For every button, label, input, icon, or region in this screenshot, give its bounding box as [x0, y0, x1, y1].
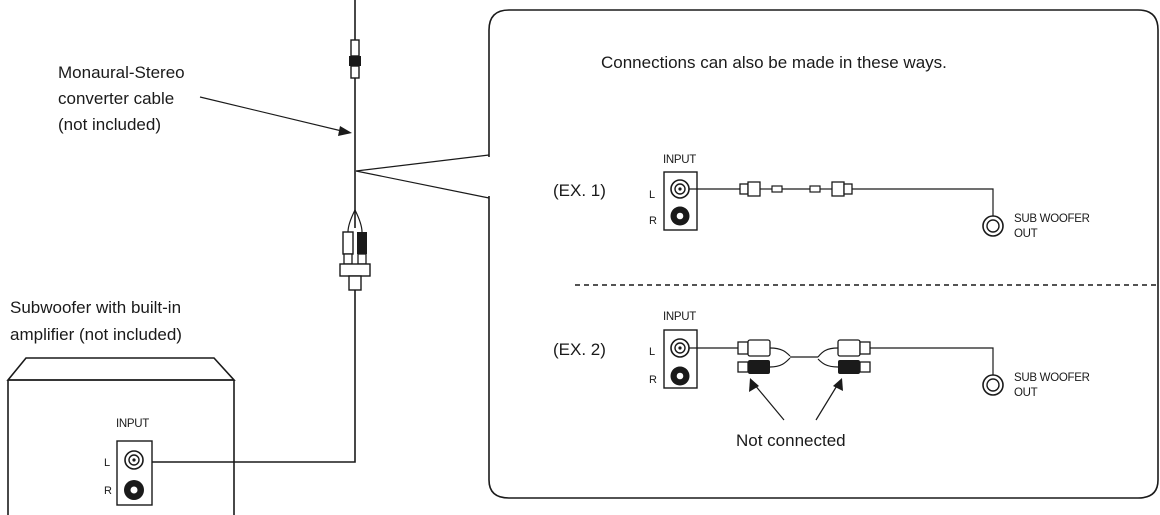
- ex2-wire-1a: [769, 347, 791, 357]
- jack-white-icon: [124, 450, 144, 470]
- ex2-out-label-line-2: OUT: [1014, 387, 1038, 399]
- ex2-l-label: L: [649, 346, 655, 358]
- split-wire-right: [354, 209, 363, 233]
- ex1-subwoofer-out-jack-icon: [982, 215, 1004, 237]
- panel-heading: Connections can also be made in these wa…: [601, 53, 947, 72]
- ex1-jack-white-icon: [670, 179, 690, 199]
- ex2-plug-pair-1-icon: [737, 339, 771, 374]
- mono-plug-icon: [349, 39, 361, 79]
- not-connected-label: Not connected: [736, 431, 846, 450]
- subwoofer-l-label: L: [104, 457, 110, 469]
- ex2-plug-pair-2-icon: [837, 339, 871, 374]
- ex2-input-label: INPUT: [663, 311, 696, 323]
- converter-pointer-arrow: [199, 96, 352, 136]
- converter-label-line-2: converter cable: [58, 89, 174, 108]
- ex1-out-label-line-2: OUT: [1014, 228, 1038, 240]
- ex2-wire-2b: [817, 358, 839, 368]
- ex2-subwoofer-out-jack-icon: [982, 374, 1004, 396]
- subwoofer-label-line-2: amplifier (not included): [10, 325, 182, 344]
- ex1-out-label-line-1: SUB WOOFER: [1014, 213, 1090, 225]
- subwoofer-r-label: R: [104, 485, 112, 497]
- converter-label-line-1: Monaural-Stereo: [58, 63, 185, 82]
- ex2-out-label-line-1: SUB WOOFER: [1014, 372, 1090, 384]
- ex2-jack-white-icon: [670, 338, 690, 358]
- callout-pointer: [355, 154, 490, 199]
- subwoofer-box: [6, 357, 236, 515]
- ex1-r-label: R: [649, 215, 657, 227]
- ex1-cable-c: [852, 188, 994, 216]
- converter-label-line-3: (not included): [58, 115, 161, 134]
- not-connected-arrow-left: [749, 378, 785, 421]
- ex2-wire-2a: [817, 347, 839, 358]
- split-wire-left: [347, 209, 356, 233]
- rca-plugs-icon: [339, 231, 371, 291]
- cable-to-subwoofer: [152, 290, 356, 463]
- subwoofer-label-line-1: Subwoofer with built-in: [10, 298, 181, 317]
- ex1-jack-black-icon: [670, 206, 690, 226]
- subwoofer-input-label: INPUT: [116, 418, 149, 430]
- callout-panel: [488, 9, 1159, 499]
- ex2-label: (EX. 2): [553, 340, 606, 359]
- jack-black-icon: [124, 480, 144, 500]
- ex1-l-label: L: [649, 189, 655, 201]
- ex2-cable-c: [870, 347, 994, 375]
- ex2-wire-1b: [769, 357, 791, 368]
- ex2-r-label: R: [649, 374, 657, 386]
- ex1-input-label: INPUT: [663, 154, 696, 166]
- not-connected-arrow-right: [815, 378, 843, 421]
- ex1-label: (EX. 1): [553, 181, 606, 200]
- ex2-jack-black-icon: [670, 366, 690, 386]
